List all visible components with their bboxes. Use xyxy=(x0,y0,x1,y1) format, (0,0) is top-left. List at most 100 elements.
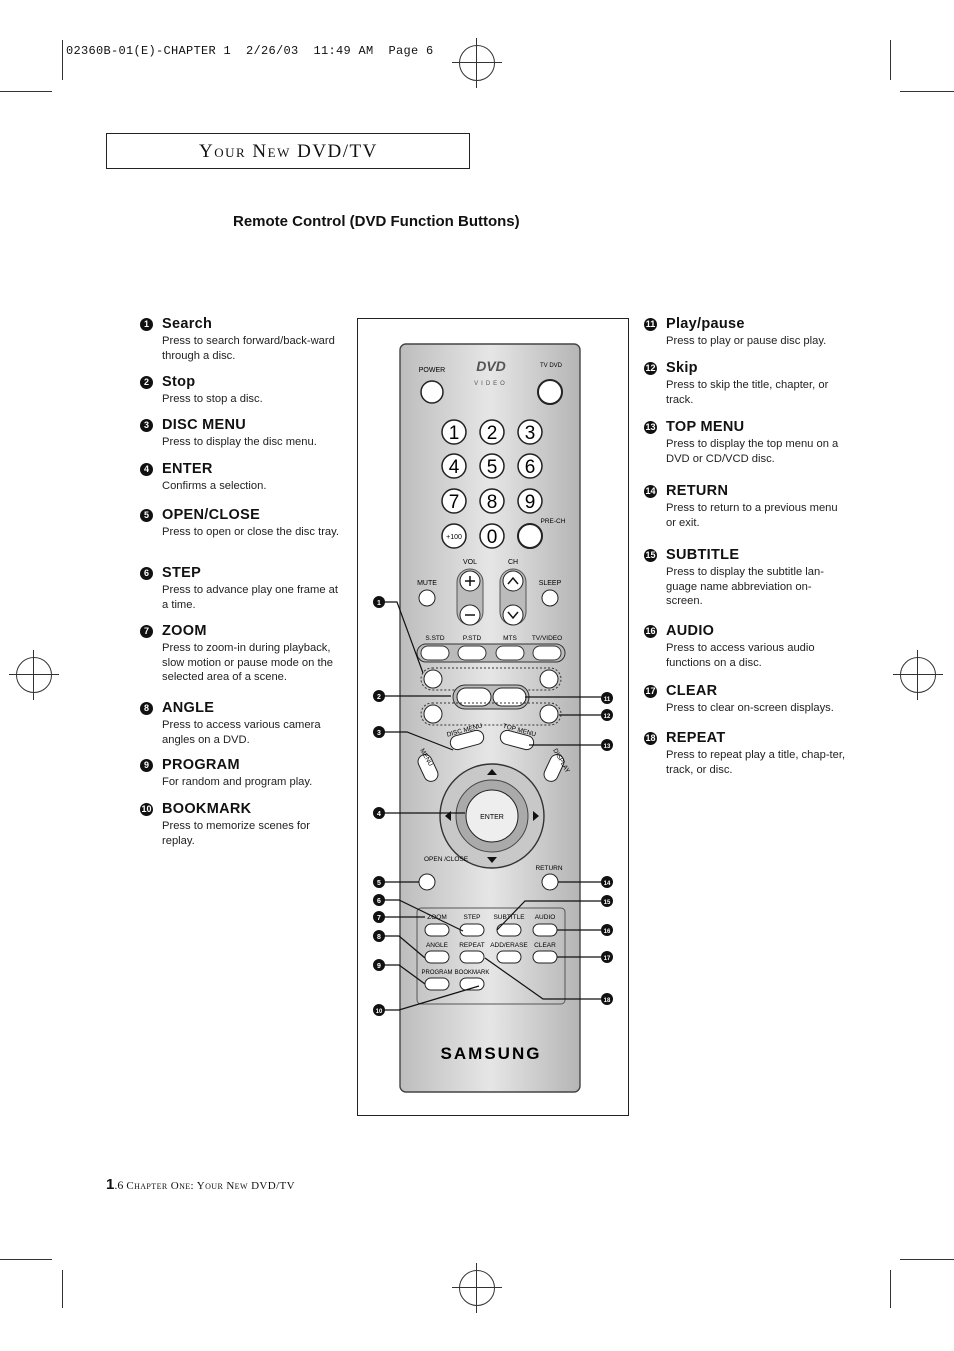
remote-label-sleep: SLEEP xyxy=(539,580,562,587)
remote-label-power: POWER xyxy=(419,367,445,374)
digit-5: 5 xyxy=(487,457,498,478)
item-name: CLEAR xyxy=(666,683,718,699)
callout-number: 16 xyxy=(604,929,611,935)
digit-0: 0 xyxy=(487,527,498,548)
remote-label-vol: VOL xyxy=(463,559,477,566)
item-name: STEP xyxy=(162,565,202,581)
callout-number: 11 xyxy=(604,697,611,703)
skip-back-icon xyxy=(423,704,443,724)
item-description: Press to zoom-in during playback, slow m… xyxy=(162,642,334,683)
sleep-button xyxy=(541,589,559,607)
chapter-title: Your New DVD/TV xyxy=(199,141,378,162)
remote-label-ch: CH xyxy=(508,559,518,566)
item-number: 6 xyxy=(140,567,153,580)
item-number: 14 xyxy=(644,485,657,498)
callout-lines xyxy=(384,601,601,1011)
item-description: Press to search forward/back-ward throug… xyxy=(162,335,335,362)
remote-label-enter: ENTER xyxy=(480,814,504,821)
number-pad: 1 2 3 4 5 6 7 8 9 +100 0 PRE-CH xyxy=(441,419,566,549)
page-footer: 1.6 Chapter One: Your New DVD/TV xyxy=(106,1176,295,1193)
remote-label-mute: MUTE xyxy=(417,580,437,587)
remote-logo-dvd: DVD xyxy=(476,358,506,374)
stop-icon xyxy=(456,687,492,707)
registration-mark-icon xyxy=(893,650,943,700)
item-name: DISC MENU xyxy=(162,417,247,433)
item-description: Press to repeat play a title, chap-ter, … xyxy=(666,749,846,776)
item-name: OPEN/CLOSE xyxy=(162,507,261,523)
item-number: 2 xyxy=(140,376,153,389)
item-description: Press to return to a previous menu or ex… xyxy=(666,502,838,529)
digit-2: 2 xyxy=(487,423,498,444)
arrow-down-icon xyxy=(487,857,497,863)
item-description: Press to access various audio functions … xyxy=(666,642,815,669)
item-description: Press to clear on-screen displays. xyxy=(666,702,834,714)
remote-label-open-close: OPEN /CLOSE xyxy=(424,856,469,863)
page-number-minor: .6 xyxy=(114,1178,124,1192)
callout-number: 6 xyxy=(377,898,381,905)
remote-brand-logo: SAMSUNG xyxy=(441,1044,542,1063)
callout-number: 7 xyxy=(377,915,381,922)
chapter-running-title: Chapter One: Your New DVD/TV xyxy=(126,1180,296,1192)
callout-markers xyxy=(373,596,613,1016)
remote-label-step: STEP xyxy=(464,914,481,921)
item-description: Confirms a selection. xyxy=(162,480,267,492)
page-number-major: 1 xyxy=(106,1176,115,1193)
item-number: 13 xyxy=(644,421,657,434)
item-name: Skip xyxy=(666,360,698,376)
item-number: 1 xyxy=(140,318,153,331)
item-name: ZOOM xyxy=(162,623,207,639)
item-number: 9 xyxy=(140,759,153,772)
item-name: BOOKMARK xyxy=(162,801,252,817)
print-header: 02360B-01(E)-CHAPTER 1 2/26/03 11:49 AM … xyxy=(66,44,434,58)
item-number: 16 xyxy=(644,625,657,638)
display-button xyxy=(543,754,565,782)
callout-number: 8 xyxy=(377,934,381,941)
arrow-up-icon xyxy=(487,769,497,775)
callout-number: 13 xyxy=(604,744,611,750)
remote-label-return: RETURN xyxy=(535,865,562,872)
remote-label-tv-video: TV/VIDEO xyxy=(532,635,562,642)
item-number: 5 xyxy=(140,509,153,522)
callout-number: 2 xyxy=(377,694,381,701)
item-number: 3 xyxy=(140,419,153,432)
remote-label-bookmark: BOOKMARK xyxy=(455,970,490,976)
search-back-icon xyxy=(423,669,443,689)
item-number: 18 xyxy=(644,732,657,745)
open-close-icon xyxy=(418,873,436,891)
return-button xyxy=(541,873,559,891)
digit-3: 3 xyxy=(525,423,536,444)
remote-label-mts: MTS xyxy=(503,635,517,642)
disc-menu-button xyxy=(449,729,485,751)
skip-forward-icon xyxy=(539,704,559,724)
digit-plus100: +100 xyxy=(446,534,462,541)
item-name: ANGLE xyxy=(162,700,215,716)
remote-illustration-frame xyxy=(357,318,629,1116)
callout-number: 9 xyxy=(377,963,381,970)
item-number: 10 xyxy=(140,803,153,816)
item-description: Press to play or pause disc play. xyxy=(666,335,827,347)
registration-mark-icon xyxy=(452,1263,502,1313)
item-description: For random and program play. xyxy=(162,776,313,788)
item-name: PROGRAM xyxy=(162,757,240,773)
remote-label-audio: AUDIO xyxy=(535,914,556,921)
digit-9: 9 xyxy=(525,492,536,513)
item-number: 17 xyxy=(644,685,657,698)
remote-label-p-std: P.STD xyxy=(463,635,482,642)
remote-label-pre-ch: PRE-CH xyxy=(541,518,566,525)
remote-label-tv-dvd: TV DVD xyxy=(540,363,563,369)
remote-label-repeat: REPEAT xyxy=(459,942,485,949)
chapter-title-box: Your New DVD/TV xyxy=(106,133,470,169)
crop-mark xyxy=(0,1259,52,1260)
item-description: Press to display the subtitle lan-guage … xyxy=(666,566,824,607)
item-name: RETURN xyxy=(666,483,729,499)
crop-mark xyxy=(890,40,891,80)
item-name: REPEAT xyxy=(666,730,726,746)
item-description: Press to stop a disc. xyxy=(162,393,263,405)
callout-number: 12 xyxy=(604,714,611,720)
top-menu-button xyxy=(499,729,535,751)
registration-mark-icon xyxy=(9,650,59,700)
remote-logo-video: VIDEO xyxy=(474,381,508,387)
callout-number: 14 xyxy=(604,881,611,887)
digit-6: 6 xyxy=(525,457,536,478)
callout-number: 1 xyxy=(377,600,381,607)
